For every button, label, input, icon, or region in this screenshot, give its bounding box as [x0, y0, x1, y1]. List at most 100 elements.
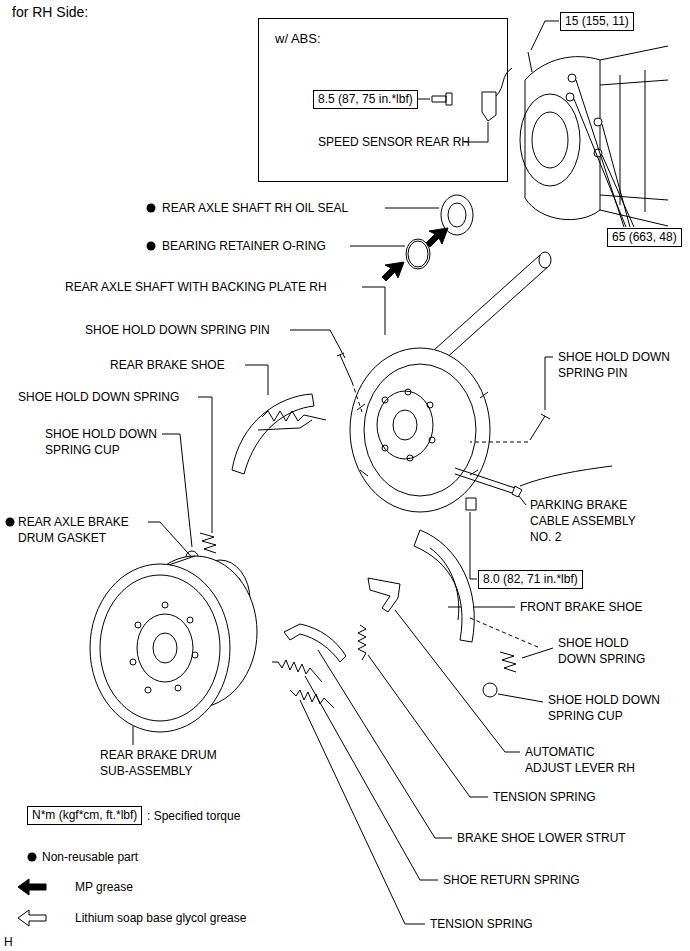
- brake-drum-part: [135, 622, 141, 628]
- leader-line-part: [519, 496, 526, 505]
- non-reusable-dot: [6, 204, 156, 862]
- oil-seal: [406, 195, 473, 269]
- part-label: AUTOMATIC ADJUST LEVER RH: [525, 744, 641, 776]
- leader-line-part: [300, 700, 425, 924]
- part-label: TENSION SPRING: [430, 916, 533, 932]
- leader-line-part: [531, 21, 559, 50]
- lower-strut: [284, 624, 346, 662]
- leader-line-part: [318, 650, 452, 838]
- part-label: FRONT BRAKE SHOE: [520, 599, 642, 615]
- axle-housing-part: [532, 112, 568, 168]
- axle-shaft-part: [539, 252, 551, 268]
- option-frame: w/ ABS: 8.5 (87, 75 in.*lbf): [258, 18, 508, 182]
- leader-line-part: [470, 512, 477, 579]
- part-label: SHOE HOLD DOWN SPRING: [18, 389, 179, 405]
- cable-part: [512, 486, 522, 497]
- springs-part: [272, 660, 322, 682]
- non-reusable-dot-part: [6, 518, 15, 527]
- legend-sample-part: [18, 879, 46, 895]
- part-label: SHOE RETURN SPRING: [443, 872, 580, 888]
- part-label: SPEED SENSOR REAR RH: [318, 134, 470, 150]
- torque-value: 8.5 (87, 75 in.*lbf): [314, 91, 417, 108]
- oil-seal-part: [408, 241, 428, 267]
- rear-brake-shoe-part: [258, 420, 312, 430]
- legend-sample-part: [18, 910, 46, 926]
- leader-line-part: [290, 330, 345, 358]
- front-brake-shoe-part: [414, 530, 474, 642]
- backing-plate: [350, 348, 490, 512]
- axle-housing-part: [568, 74, 576, 82]
- backing-plate-part: [407, 455, 413, 461]
- part-label: REAR BRAKE DRUM SUB-ASSEMBLY: [100, 747, 230, 779]
- legend-text: MP grease: [75, 879, 133, 895]
- part-label: SHOE HOLD DOWN SPRING CUP: [45, 426, 170, 458]
- adjust-lever-part: [368, 578, 400, 612]
- front-brake-shoe-part: [430, 548, 459, 620]
- speed-sensor-part: [482, 92, 496, 121]
- leader-line-part: [522, 648, 553, 658]
- leader-line-part: [498, 694, 543, 702]
- axle-housing: [520, 46, 668, 226]
- torque-value: 65 (663, 48): [608, 229, 681, 246]
- part-label: SHOE HOLD DOWN SPRING PIN: [558, 349, 683, 381]
- leader-line-part: [448, 607, 515, 608]
- rear-brake-shoe-part: [262, 411, 326, 421]
- leader-line-part: [385, 208, 439, 209]
- part-label: SHOE HOLD DOWN SPRING: [558, 635, 663, 667]
- part-label: TENSION SPRING: [493, 789, 596, 805]
- part-label: REAR AXLE BRAKE DRUM GASKET: [18, 514, 153, 546]
- figure-code: H: [4, 934, 13, 950]
- leader-line: [133, 21, 634, 924]
- hold-down-pin-part: [337, 353, 352, 382]
- legend-text: : Specified torque: [147, 808, 240, 824]
- leader-line-part: [162, 434, 192, 547]
- part-label: BEARING RETAINER O-RING: [162, 238, 326, 254]
- adjust-lever: [368, 578, 400, 612]
- brake-drum-part: [130, 659, 136, 665]
- axle-housing-part: [566, 93, 574, 101]
- hold-down-pin-part: [530, 414, 550, 440]
- backing-plate-part: [382, 445, 388, 451]
- leader-line-part: [545, 357, 553, 410]
- non-reusable-dot-part: [147, 204, 156, 213]
- brake-drum-part: [153, 633, 177, 663]
- part-label: PARKING BRAKE CABLE ASSEMBLY NO. 2: [530, 497, 660, 545]
- leader-line-part: [362, 287, 385, 335]
- part-label: SHOE HOLD DOWN SPRING CUP: [548, 692, 673, 724]
- brake-drum-part: [100, 575, 220, 721]
- option-heading: w/ ABS:: [259, 19, 507, 46]
- torque-value: 15 (155, 11): [561, 13, 633, 30]
- backing-plate-part: [357, 392, 488, 476]
- leader-line-part: [350, 246, 405, 247]
- part-label: REAR AXLE SHAFT WITH BACKING PLATE RH: [65, 279, 327, 295]
- diagram-title: for RH Side:: [12, 4, 88, 20]
- leader-line-part: [574, 80, 634, 227]
- speed-sensor-part: [432, 93, 452, 105]
- leader-line-part: [305, 676, 438, 880]
- brake-drum-part: [145, 687, 151, 693]
- backing-plate-part: [364, 364, 476, 496]
- springs-part: [500, 652, 516, 672]
- axle-housing-part: [600, 70, 668, 212]
- backing-plate-part: [427, 402, 433, 408]
- oil-seal-part: [448, 203, 466, 227]
- rear-brake-shoe-part: [232, 394, 314, 474]
- springs-part: [483, 683, 497, 697]
- front-brake-shoe-part: [470, 618, 540, 648]
- axle-housing-part: [525, 46, 668, 226]
- brake-drum-part: [90, 564, 230, 732]
- grease-arrow: [382, 228, 448, 281]
- brake-drum: [90, 556, 257, 732]
- backing-plate-part: [405, 389, 411, 395]
- leader-line-part: [416, 99, 430, 100]
- axle-housing-part: [520, 94, 580, 186]
- backing-plate-part: [429, 437, 435, 443]
- brake-drum-part: [192, 652, 198, 658]
- hold-down-pin-part: [352, 382, 362, 412]
- torque-value: N*m (kgf*cm, ft.*lbf): [28, 807, 141, 824]
- cable-part: [455, 468, 515, 494]
- springs-part: [358, 625, 366, 660]
- cable-part: [466, 498, 476, 510]
- leader-line-part: [368, 655, 488, 797]
